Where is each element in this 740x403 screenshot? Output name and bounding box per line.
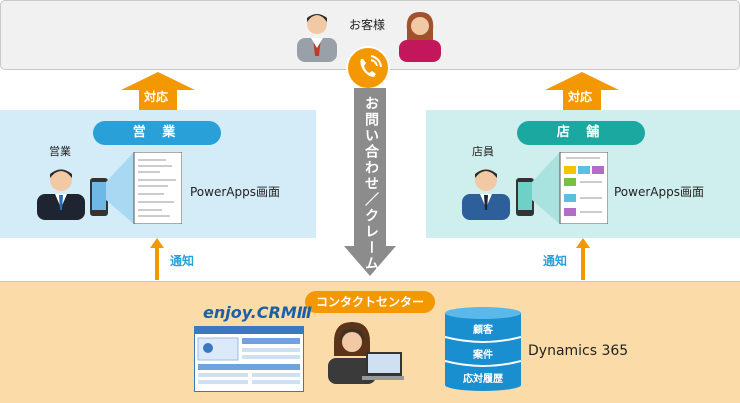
enjoy-crm-logo: enjoy.CRMⅢ bbox=[203, 303, 312, 322]
store-smartphone-icon bbox=[516, 178, 534, 216]
store-person-label: 店員 bbox=[472, 145, 494, 158]
female-customer-icon bbox=[399, 12, 441, 62]
db-customer-label: 顧客 bbox=[473, 325, 493, 336]
inquiry-label: お問い合わせ／クレーム bbox=[363, 96, 379, 272]
customer-label: お客様 bbox=[349, 18, 386, 32]
inquiry-arrow bbox=[344, 88, 396, 276]
salesman-icon bbox=[37, 169, 85, 220]
store-screen-label: PowerApps画面 bbox=[614, 185, 704, 199]
sales-screen-label: PowerApps画面 bbox=[190, 185, 280, 199]
contact-center-title: コンタクトセンター bbox=[305, 291, 435, 313]
operator-icon bbox=[328, 322, 404, 384]
left-notify-arrow bbox=[150, 238, 164, 280]
right-notify-label: 通知 bbox=[543, 254, 568, 268]
right-response-label: 対応 bbox=[568, 90, 593, 104]
db-history-label: 応対履歴 bbox=[463, 374, 503, 385]
store-form-screen bbox=[532, 152, 608, 224]
database-icon bbox=[445, 307, 521, 391]
store-clerk-icon bbox=[462, 169, 510, 220]
phone-icon bbox=[346, 46, 390, 90]
right-notify-arrow bbox=[576, 238, 590, 280]
smartphone-icon bbox=[90, 178, 108, 216]
sales-person-label: 営業 bbox=[49, 145, 71, 158]
store-title: 店 舗 bbox=[517, 121, 645, 145]
db-case-label: 案件 bbox=[473, 350, 493, 361]
right-response-arrow bbox=[545, 72, 619, 110]
left-response-label: 対応 bbox=[144, 90, 169, 104]
left-response-arrow bbox=[121, 72, 195, 110]
left-notify-label: 通知 bbox=[170, 254, 195, 268]
dynamics-label: Dynamics 365 bbox=[528, 343, 629, 359]
sales-title: 営 業 bbox=[93, 121, 221, 145]
male-customer-icon bbox=[297, 14, 337, 62]
crm-screen bbox=[194, 326, 304, 392]
sales-form-screen bbox=[106, 152, 182, 224]
